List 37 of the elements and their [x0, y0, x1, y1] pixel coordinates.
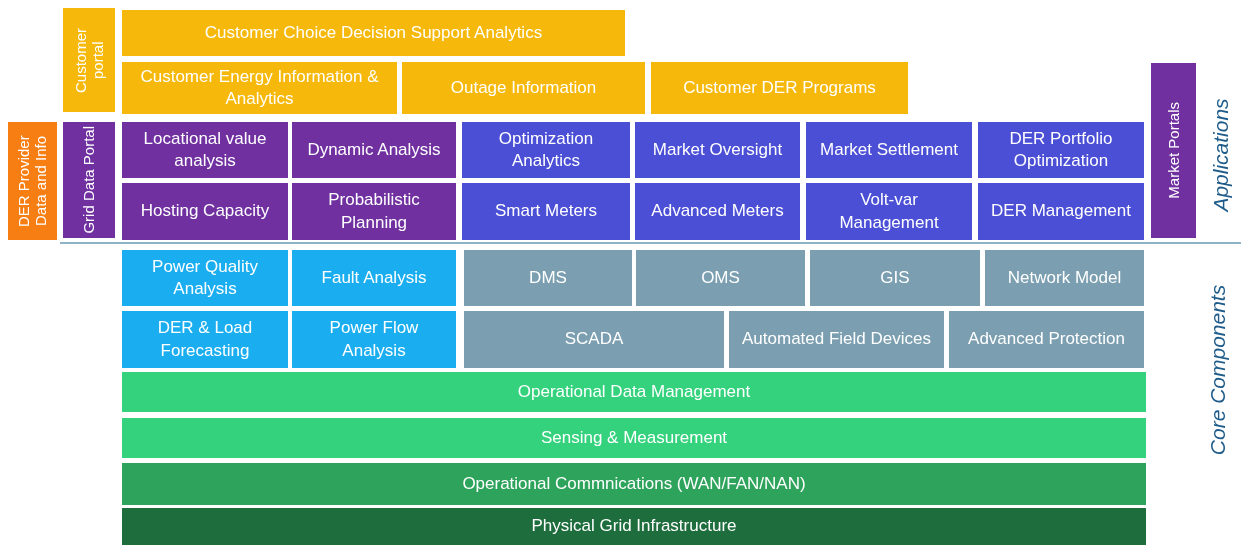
component-box: Power Flow Analysis: [292, 311, 456, 368]
component-box: Market Oversight: [635, 122, 800, 178]
component-box: OMS: [636, 250, 805, 306]
component-box: Outage Information: [402, 62, 645, 114]
component-box: GIS: [810, 250, 980, 306]
component-box: Customer DER Programs: [651, 62, 908, 114]
component-box: Automated Field Devices: [729, 311, 944, 368]
component-box: Advanced Meters: [635, 183, 800, 240]
layer-band: Operational Commnications (WAN/FAN/NAN): [122, 463, 1146, 505]
component-box: Smart Meters: [462, 183, 630, 240]
portal-bar: Grid Data Portal: [63, 122, 115, 238]
component-box: Network Model: [985, 250, 1144, 306]
component-box: Volt-var Management: [806, 183, 972, 240]
component-box: Hosting Capacity: [122, 183, 288, 240]
layer-band: Operational Data Management: [122, 372, 1146, 412]
component-box: Customer Energy Information & Analytics: [122, 62, 397, 114]
component-box: DER Management: [978, 183, 1144, 240]
component-box: Advanced Protection: [949, 311, 1144, 368]
layer-band: Sensing & Measurement: [122, 418, 1146, 458]
layer-label: Core Components: [1206, 284, 1231, 456]
component-box: Dynamic Analysis: [292, 122, 456, 178]
component-box: DER & Load Forecasting: [122, 311, 288, 368]
portal-bar: DER Provider Data and Info: [8, 122, 57, 240]
portal-bar: Customer portal: [63, 8, 115, 112]
component-box: SCADA: [464, 311, 724, 368]
component-box: Fault Analysis: [292, 250, 456, 306]
component-box: Customer Choice Decision Support Analytics: [122, 10, 625, 56]
component-box: Probabilistic Planning: [292, 183, 456, 240]
layer-label: Applications: [1208, 98, 1233, 212]
layer-band: Physical Grid Infrastructure: [122, 508, 1146, 545]
component-box: DMS: [464, 250, 632, 306]
portal-bar: Market Portals: [1151, 63, 1196, 238]
component-box: DER Portfolio Optimization: [978, 122, 1144, 178]
component-box: Optimization Analytics: [462, 122, 630, 178]
component-box: Market Settlement: [806, 122, 972, 178]
component-box: Locational value analysis: [122, 122, 288, 178]
component-box: Power Quality Analysis: [122, 250, 288, 306]
